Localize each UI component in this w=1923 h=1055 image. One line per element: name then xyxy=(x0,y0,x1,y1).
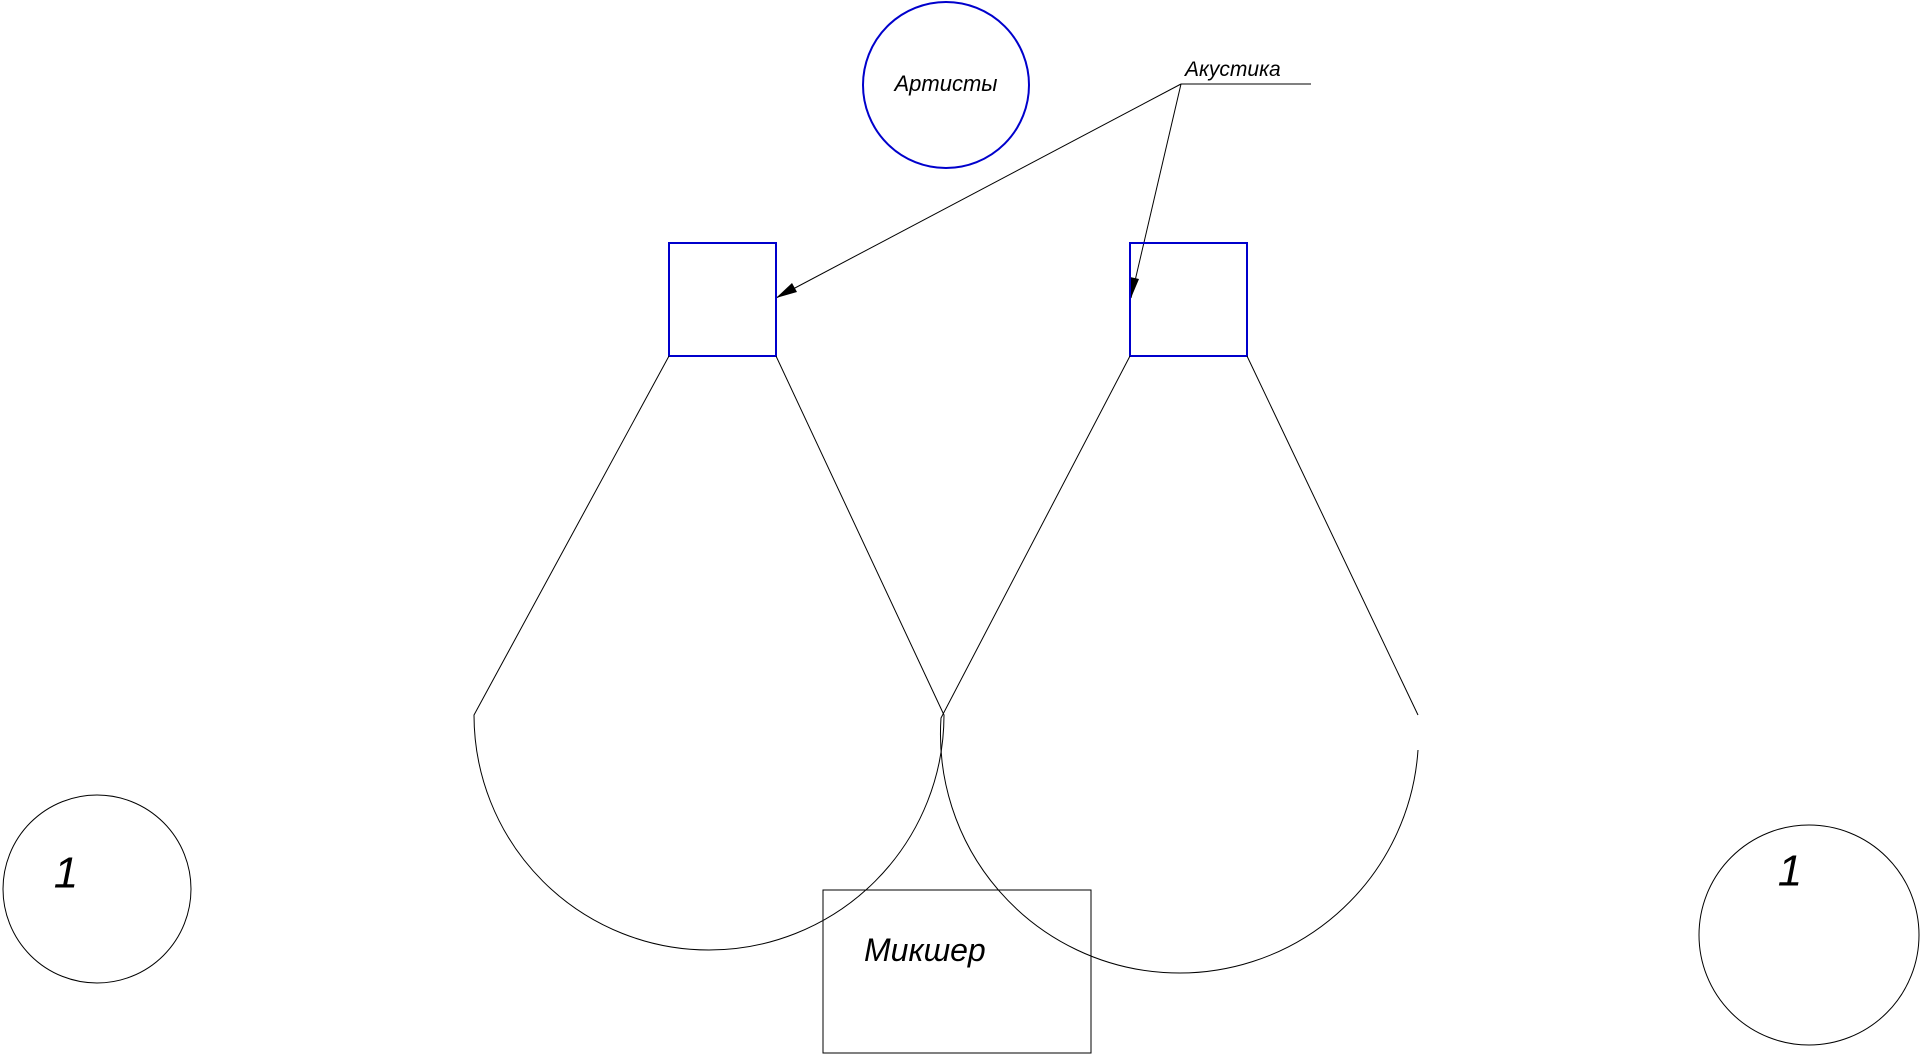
artists-circle xyxy=(862,1,1030,169)
artists-label: Артисты xyxy=(893,71,998,96)
acoustics-arrow-left xyxy=(776,283,797,298)
right-speaker xyxy=(1129,242,1248,357)
acoustics-leader-right xyxy=(1130,83,1182,299)
left-speaker xyxy=(668,242,777,357)
left-audience-zone xyxy=(2,794,192,984)
right-audience-zone xyxy=(1698,824,1920,1046)
left-speaker-coverage xyxy=(473,355,945,951)
left-audience-zone-label: 1 xyxy=(54,849,78,898)
acoustics-arrow-right xyxy=(1130,277,1139,298)
mixer-box xyxy=(822,889,1092,1054)
right-speaker-coverage xyxy=(939,355,1419,974)
right-audience-zone-label: 1 xyxy=(1778,847,1802,896)
mixer-label: Микшер xyxy=(864,932,986,968)
acoustics-label: Акустика xyxy=(1183,58,1281,81)
acoustics-leader-left xyxy=(775,83,1182,299)
